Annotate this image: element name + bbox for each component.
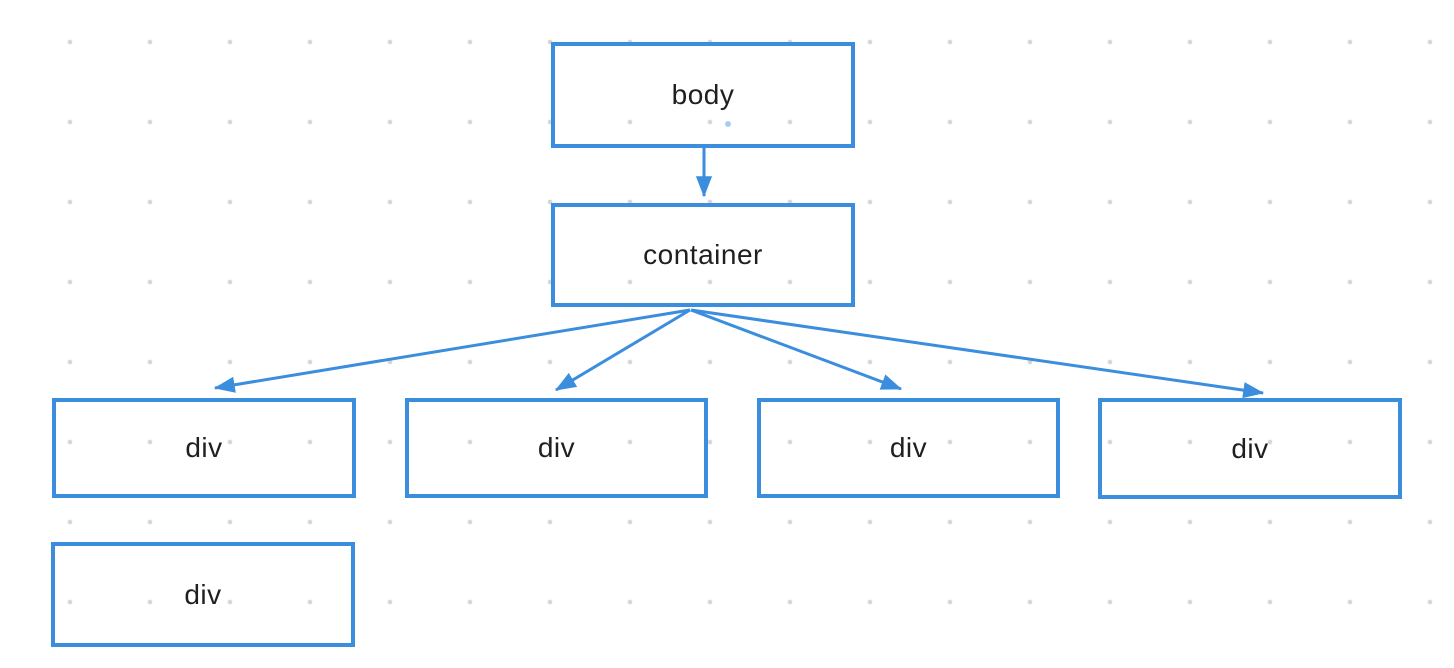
node-div-5[interactable]: div xyxy=(51,542,355,647)
edge-container-div-3[interactable] xyxy=(690,308,903,391)
node-div-2[interactable]: div xyxy=(405,398,708,498)
node-div-1[interactable]: div xyxy=(52,398,356,498)
edge-container-div-1[interactable] xyxy=(213,308,691,393)
node-div-5-label: div xyxy=(184,578,222,610)
node-container[interactable]: container xyxy=(551,203,855,307)
edge-container-div-2[interactable] xyxy=(554,308,691,392)
node-div-4[interactable]: div xyxy=(1098,398,1402,499)
node-div-3[interactable]: div xyxy=(757,398,1060,498)
node-body-label: body xyxy=(671,79,735,110)
node-div-1-label: div xyxy=(185,432,223,463)
connection-point-dot xyxy=(725,121,731,127)
node-div-2-label: div xyxy=(537,432,576,463)
edge-container-div-4[interactable] xyxy=(690,308,1265,399)
node-container-label: container xyxy=(643,239,763,270)
node-body[interactable]: body xyxy=(551,42,855,148)
node-div-4-label: div xyxy=(1231,432,1269,464)
node-div-3-label: div xyxy=(889,432,928,463)
